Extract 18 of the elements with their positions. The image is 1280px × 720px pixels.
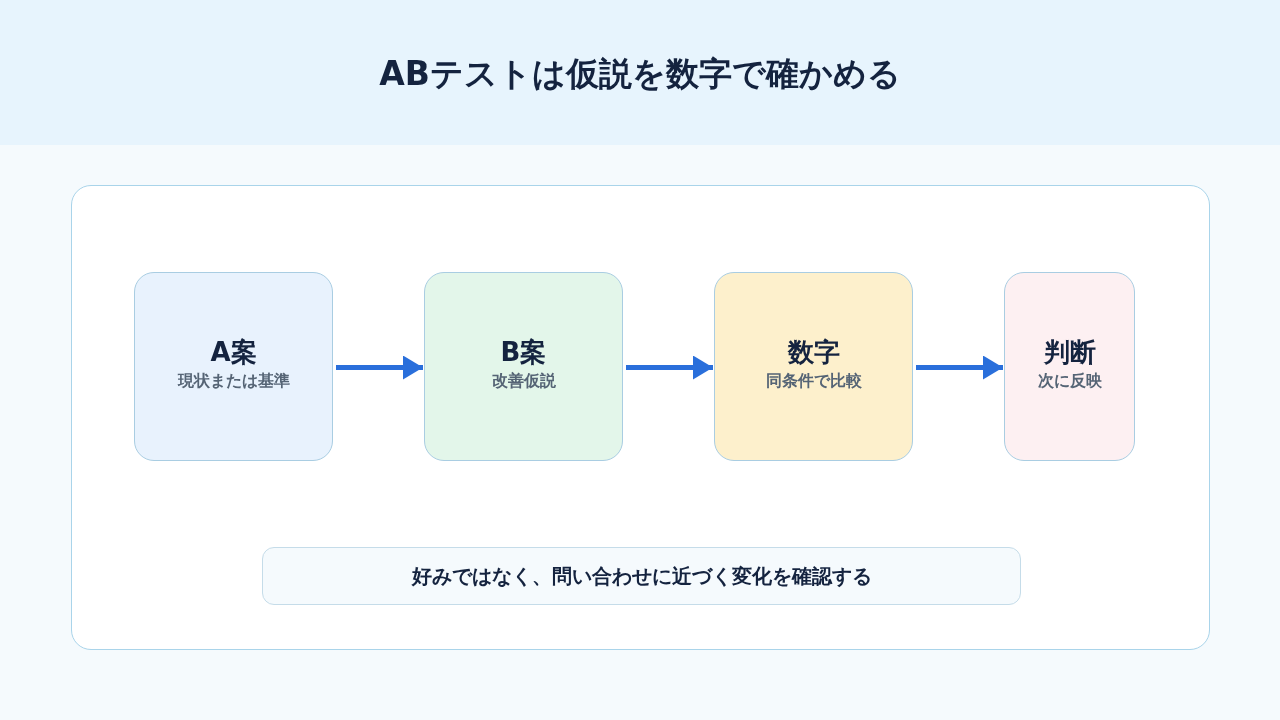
step-title: B案 <box>500 335 547 368</box>
panel <box>71 185 1210 650</box>
step-description: 現状または基準 <box>177 369 290 392</box>
arrow <box>336 355 423 380</box>
step-title: A案 <box>210 335 257 368</box>
arrow <box>916 355 1003 380</box>
step-title: 数字 <box>787 335 840 368</box>
process-box <box>424 272 623 461</box>
step-description: 同条件で比較 <box>765 369 862 392</box>
step-title: 判断 <box>1043 335 1096 368</box>
note-box: 好みではなく、問い合わせに近づく変化を確認する <box>262 547 1021 605</box>
arrow <box>626 355 713 380</box>
process-box <box>1004 272 1135 461</box>
process-box <box>134 272 333 461</box>
title: ABテストは仮説を数字で確かめる <box>379 53 901 95</box>
step-description: 次に反映 <box>1037 369 1102 392</box>
process-box <box>714 272 913 461</box>
step-description: 改善仮説 <box>491 369 556 392</box>
